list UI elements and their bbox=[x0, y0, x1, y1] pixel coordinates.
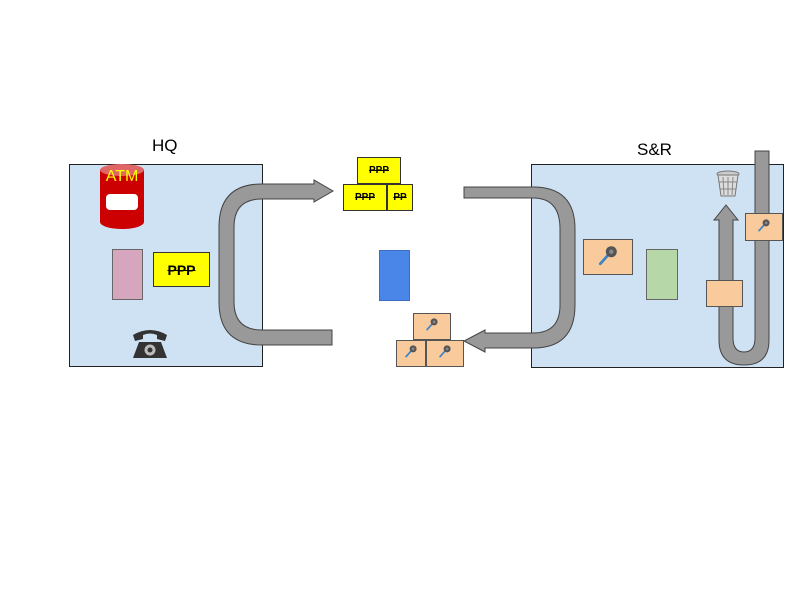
ppp-label-bottom-right: PP bbox=[393, 192, 407, 203]
sr-mic-box-pipe bbox=[745, 213, 783, 241]
microphone-icon bbox=[404, 344, 418, 363]
pink-rectangle bbox=[112, 249, 143, 300]
blue-rectangle bbox=[379, 250, 410, 301]
green-rectangle bbox=[646, 249, 678, 300]
microphone-icon bbox=[425, 317, 439, 336]
hq-u-arrow bbox=[218, 179, 334, 346]
ppp-block-bottom-left: PPP bbox=[343, 184, 387, 211]
atm-label: ATM bbox=[105, 168, 139, 185]
sr-orange-box bbox=[706, 280, 743, 307]
trash-icon bbox=[715, 170, 741, 198]
ppp-block-bottom-right: PP bbox=[387, 184, 413, 211]
ppp-label-bottom-left: PPP bbox=[354, 192, 375, 203]
sr-mic-box-large bbox=[583, 239, 633, 275]
hq-flow-arrow bbox=[234, 182, 333, 331]
sr-u-arrow bbox=[462, 186, 576, 353]
microphone-icon bbox=[438, 344, 452, 363]
hq-ppp-block: PPP bbox=[153, 252, 210, 287]
mic-box-top bbox=[413, 313, 451, 340]
sr-pipe-arrow bbox=[712, 150, 770, 366]
atm-cylinder-icon bbox=[100, 164, 144, 230]
hq-title: HQ bbox=[152, 136, 178, 155]
ppp-block-top: PPP bbox=[357, 157, 401, 184]
sr-title: S&R bbox=[637, 140, 672, 159]
ppp-label-top: PPP bbox=[368, 165, 389, 176]
hq-ppp-label: PPP bbox=[167, 261, 196, 278]
microphone-icon bbox=[757, 218, 771, 237]
mic-box-bottom-left bbox=[396, 340, 426, 367]
microphone-icon bbox=[597, 244, 619, 271]
phone-icon bbox=[130, 326, 170, 360]
mic-box-bottom-right bbox=[426, 340, 464, 367]
